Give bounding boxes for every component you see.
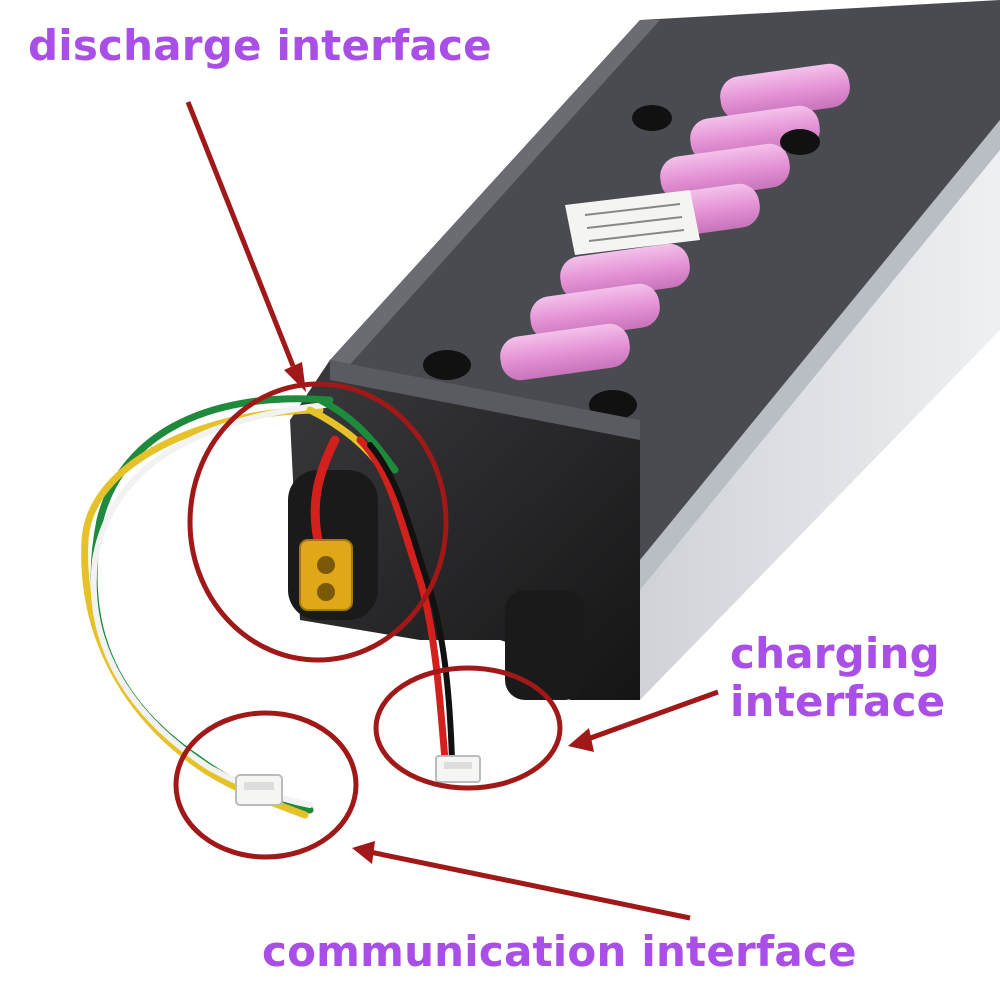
pack-sticker (565, 190, 700, 255)
charging-plug (435, 755, 481, 783)
communication-arrow (369, 849, 691, 921)
discharge-interface-label: discharge interface (28, 21, 492, 70)
charging-interface-label: charging interface (730, 629, 946, 727)
communication-plug (235, 774, 283, 806)
pack-side-wall (640, 120, 1000, 700)
charging-arrow (584, 689, 719, 743)
communication-interface-label: communication interface (262, 927, 857, 976)
charging-label-line-1: charging (730, 629, 940, 678)
discharge-arrow (185, 101, 296, 367)
charging-label-line-2: interface (730, 677, 946, 727)
communication-circle (173, 710, 359, 860)
charging-circle (373, 665, 563, 791)
annotation-circles (173, 381, 563, 860)
discharge-circle (187, 381, 449, 663)
xt-connector (299, 539, 353, 611)
annotation-arrows (185, 101, 719, 921)
